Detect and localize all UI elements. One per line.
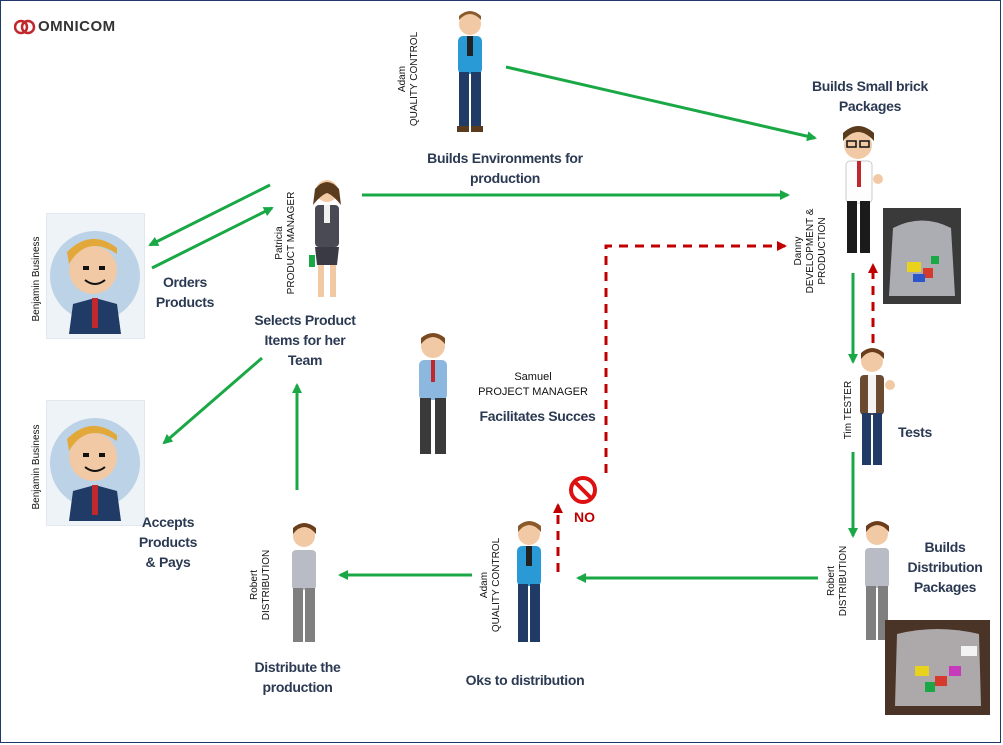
label-no: NO (574, 509, 595, 525)
label-tests: Tests (897, 424, 933, 440)
robert-distribution-left-figure (292, 523, 316, 642)
label-facilitates-success: Facilitates Succes (479, 408, 596, 424)
no-entry-icon (569, 476, 597, 504)
benjamin-avatar-2 (46, 400, 145, 526)
tim-caption: Tim TESTER (843, 380, 854, 440)
arrow-samuel-feedback-dashed (604, 241, 787, 473)
arrow-patricia-to-benjamin (148, 183, 271, 247)
omnicom-logo-icon (14, 19, 36, 34)
label-oks-to-distribution: Oks to distribution (465, 672, 585, 688)
patricia-product-manager-figure (309, 180, 341, 297)
bag-icon (895, 629, 981, 706)
omnicom-logo: OMNICOM (14, 18, 116, 35)
tim-tester-figure (860, 348, 895, 465)
arrow-benjamin-to-patricia (151, 206, 274, 270)
robert-distribution-right-figure (865, 521, 889, 640)
businessman-icon (50, 418, 140, 521)
businessman-icon (50, 231, 140, 334)
arrow-adam-to-danny (505, 65, 817, 142)
benjamin-2-caption: Benjamin Business (31, 424, 42, 510)
adam-quality-control-figure (457, 11, 483, 132)
distribution-package-photo (885, 620, 990, 715)
logo-text: OMNICOM (38, 18, 116, 35)
samuel-project-manager-figure (419, 333, 447, 454)
arrow-patricia-to-benjamin-bottom (162, 356, 263, 445)
small-brick-package-photo (883, 208, 961, 304)
adam-quality-control-bottom-figure (517, 521, 541, 642)
benjamin-1-caption: Benjamin Business (31, 236, 42, 322)
benjamin-avatar-1 (46, 213, 145, 339)
bag-icon (889, 220, 955, 296)
danny-developer-figure (843, 126, 883, 253)
